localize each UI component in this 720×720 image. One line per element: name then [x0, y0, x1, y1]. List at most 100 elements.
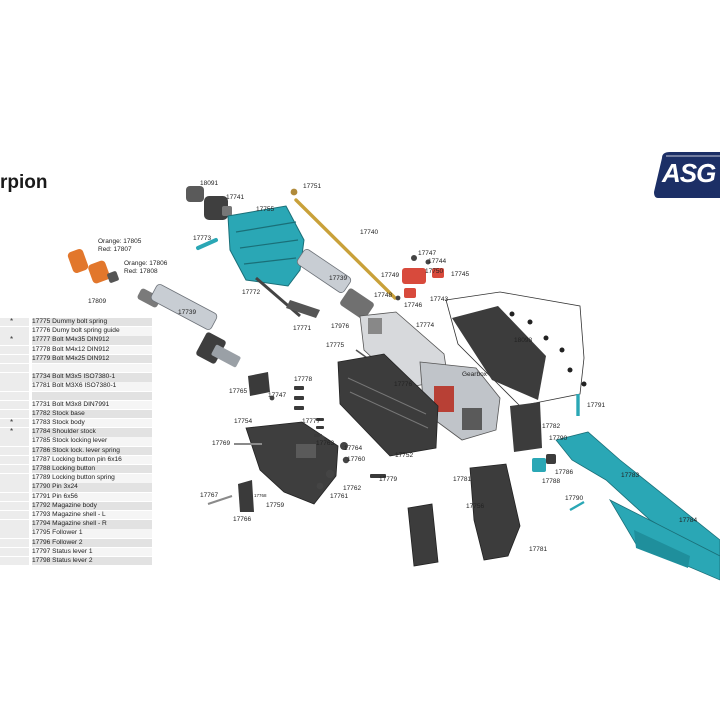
- small-parts-center: [316, 435, 350, 490]
- parts-list-marker-cell: [0, 538, 29, 547]
- part-description: 17794 Magazine shell - R: [32, 520, 152, 529]
- callout-label: 17751: [303, 183, 321, 190]
- part-description: 17791 Pin 6x56: [32, 492, 152, 501]
- parts-list-row: 17731 Bolt M3x8 DIN7991: [0, 400, 152, 410]
- callout-label: 17755: [256, 206, 274, 213]
- callout-label: 17768: [254, 493, 267, 498]
- parts-list-marker-cell: [0, 556, 29, 566]
- parts-list-marker-cell: [0, 492, 29, 501]
- part-description: 17731 Bolt M3x8 DIN7991: [32, 400, 152, 410]
- barrel-nut: [290, 188, 298, 196]
- parts-list-marker-cell: [0, 391, 29, 400]
- parts-list-row: 17796 Follower 2: [0, 538, 152, 548]
- lower-receiver: [337, 353, 439, 457]
- parts-list-marker-cell: [0, 529, 29, 538]
- parts-list-marker-cell: [0, 363, 29, 373]
- callout-label: 18091: [200, 180, 218, 187]
- part-description: 17786 Stock lock. lever spring: [32, 446, 152, 456]
- callout-label: 17778: [294, 376, 312, 383]
- teal-pin-17773: [196, 238, 218, 250]
- hop-up-unit: [395, 255, 444, 301]
- outer-barrel-mid: [296, 249, 374, 320]
- parts-list-row: 17776 Dumy bolt spring guide: [0, 327, 152, 336]
- small-bolts: [294, 386, 324, 437]
- parts-list-row: *17784 Shoulder stock: [0, 427, 152, 437]
- part-description: 17776 Dumy bolt spring guide: [32, 327, 152, 336]
- part-description: 17798 Status lever 2: [32, 556, 152, 566]
- part-description: 17778 Bolt M4x12 DIN912: [32, 345, 152, 354]
- parts-list-row: 17781 Bolt M3X6 ISO7380-1: [0, 382, 152, 391]
- callout-label: 17764: [344, 445, 362, 452]
- callout-label: 17771: [293, 325, 311, 332]
- gearbox: [419, 361, 501, 441]
- callout-label: 17783: [621, 472, 639, 479]
- page-title: rpion: [0, 172, 48, 193]
- replacement-star: *: [10, 335, 14, 345]
- parts-list-marker-cell: [0, 446, 29, 456]
- part-17747: [269, 395, 275, 401]
- callout-label: 17741: [226, 194, 244, 201]
- part-description: 17789 Locking button spring: [32, 474, 152, 483]
- part-description: [32, 363, 152, 373]
- callout-label: 17763: [316, 440, 334, 447]
- part-description: 17783 Stock body: [32, 419, 152, 428]
- parts-list-row: 17779 Bolt M4x25 DIN912: [0, 354, 152, 364]
- parts-list-row: 17793 Magazine shell - L: [0, 510, 152, 520]
- callout-label: 17784: [679, 517, 697, 524]
- callout-label: 17769: [212, 440, 230, 447]
- parts-list-marker-cell: [0, 483, 29, 492]
- callout-label: 17744: [428, 258, 446, 265]
- callout-label: Gearbox: [462, 371, 488, 378]
- teal-stock: [555, 431, 720, 581]
- part-description: 17779 Bolt M4x25 DIN912: [32, 354, 152, 364]
- part-description: 17790 Pin 3x24: [32, 483, 152, 492]
- callout-label: 17747: [418, 250, 436, 257]
- callout-label: 17766: [233, 516, 251, 523]
- parts-list-row: 17786 Stock lock. lever spring: [0, 446, 152, 456]
- parts-list-marker-cell: [0, 455, 29, 465]
- parts-list-marker-cell: [0, 547, 29, 557]
- parts-list-row: * 17783 Stock body: [0, 418, 152, 428]
- parts-list-row: 17794 Magazine shell - R: [0, 520, 152, 529]
- parts-list-row: 17734 Bolt M3x5 ISO7380-1: [0, 373, 152, 382]
- part-description: 17795 Follower 1: [32, 529, 152, 538]
- teal-pin-17790: [569, 500, 585, 512]
- replacement-star: *: [10, 427, 14, 437]
- replacement-star: *: [10, 418, 14, 428]
- parts-list-row: 17795 Follower 1: [0, 529, 152, 538]
- parts-list-marker-cell: [0, 409, 29, 419]
- callout-label: 17762: [343, 485, 361, 492]
- callout-label: 17759: [266, 502, 284, 509]
- parts-list-marker-cell: [0, 345, 29, 354]
- parts-list-marker-cell: [0, 318, 29, 327]
- parts-list-marker-cell: [0, 520, 29, 529]
- callout-label: 17739: [178, 309, 196, 316]
- callout-label: 18098: [514, 337, 532, 344]
- parts-list-row: 17790 Pin 3x24: [0, 483, 152, 492]
- parts-list-marker-cell: [0, 510, 29, 520]
- magazine: [407, 463, 521, 567]
- parts-list-row: [0, 363, 152, 373]
- callout-label: 17809: [88, 298, 106, 305]
- callout-label: 17750: [425, 268, 443, 275]
- part-17786: [546, 454, 556, 464]
- asg-logo: [654, 152, 720, 198]
- outer-barrel-left: [137, 284, 241, 368]
- parts-list-marker-cell: [0, 382, 29, 391]
- parts-list-row: 17787 Locking button pin 6x16: [0, 455, 152, 465]
- callout-label: Red: 17807: [98, 246, 132, 253]
- parts-list-row: 17798 Status lever 2: [0, 556, 152, 566]
- parts-list-marker-cell: [0, 428, 29, 437]
- parts-list-marker-cell: [0, 501, 29, 511]
- stock-base: [445, 291, 587, 407]
- parts-list-marker-cell: [0, 327, 29, 336]
- parts-list-marker-cell: [0, 354, 29, 364]
- callout-label: Orange: 17806: [124, 260, 168, 267]
- part-description: 17797 Status lever 1: [32, 547, 152, 557]
- logo-brand: ASG: [662, 158, 716, 188]
- logo-tagline: Action: [696, 190, 716, 197]
- callout-label: Orange: 17805: [98, 238, 142, 245]
- callout-label: 17767: [200, 492, 218, 499]
- parts-list-marker-cell: [0, 373, 29, 382]
